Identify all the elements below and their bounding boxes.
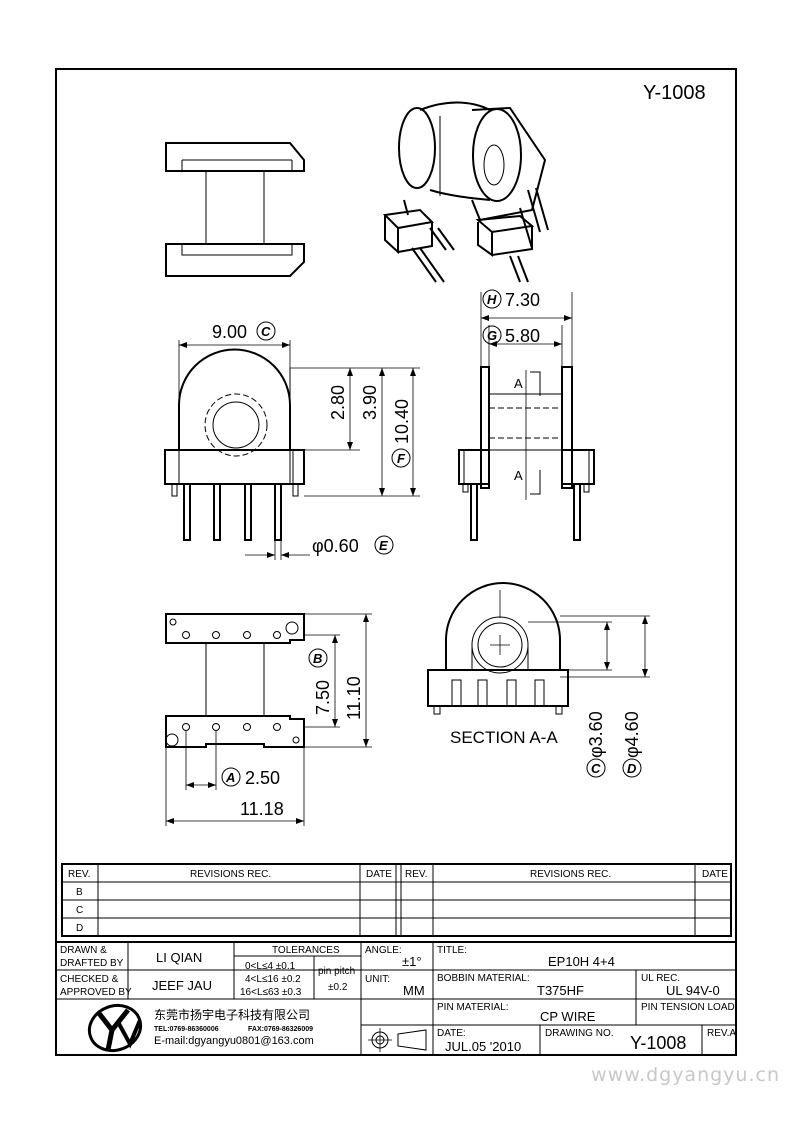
tolerances-label: TOLERANCES: [272, 945, 340, 956]
tag-g: G: [487, 328, 497, 343]
date-header-left: DATE: [366, 869, 392, 880]
drawing-no-label: DRAWING NO.: [545, 1028, 614, 1039]
unit-value: MM: [403, 983, 425, 998]
tag-circle-b: [308, 648, 328, 668]
dim-h: 7.30: [505, 290, 540, 310]
title-value: EP10H 4+4: [548, 954, 615, 969]
rev-label: REV.A: [707, 1028, 736, 1039]
dim-c-width: 9.00: [212, 322, 247, 342]
section-mark-bottom: A: [514, 468, 523, 483]
dim-d2: φ4.60: [622, 711, 642, 758]
tag-circle-d2: [622, 758, 642, 778]
projection-symbol-icon: [368, 1028, 427, 1052]
pin-pitch-value: ±0.2: [328, 982, 348, 993]
company-fax: FAX:0769-86326009: [248, 1026, 313, 1033]
drawing-no-value: Y-1008: [630, 1033, 686, 1053]
dim-e: φ0.60: [312, 536, 359, 556]
dim-1110: 11.10: [344, 676, 364, 720]
tol-2: 4<L≤16 ±0.2: [245, 974, 301, 985]
tol-3: 16<L≤63 ±0.3: [240, 987, 302, 998]
tag-e: E: [379, 538, 388, 553]
rec-header-left: REVISIONS REC.: [190, 869, 271, 880]
angle-label: ANGLE:: [365, 945, 402, 956]
title-label: TITLE:: [437, 945, 467, 956]
rev-row-d: D: [76, 923, 83, 934]
bobbin-value: T375HF: [537, 983, 584, 998]
tag-b: B: [313, 651, 322, 666]
pin-pitch-label: pin pitch: [318, 966, 355, 977]
rev-header-left: REV.: [68, 869, 90, 880]
company-tel: TEL:0769-86360006: [154, 1026, 219, 1033]
drawn-by: LI QIAN: [156, 950, 202, 965]
company-email: E-mail:dgyangyu0801@163.com: [154, 1035, 314, 1047]
tag-circle-e: [374, 535, 394, 555]
pin-tension-label: PIN TENSION LOAD:: [641, 1002, 738, 1013]
tag-circle-c2: [586, 758, 606, 778]
date-header-right: DATE: [702, 869, 728, 880]
ul-value: UL 94V-0: [666, 983, 720, 998]
dim-1118: 11.18: [240, 799, 284, 819]
front-view: [164, 340, 420, 560]
date-label: DATE:: [437, 1028, 466, 1039]
bottom-view: [165, 613, 372, 826]
tag-circle-a: [221, 767, 241, 787]
tag-d2: D: [627, 761, 637, 776]
company-name-cn: 东莞市扬宇电子科技有限公司: [154, 1007, 310, 1022]
isometric-view: [382, 101, 549, 283]
dim-b: 7.50: [313, 680, 333, 715]
dim-390: 3.90: [360, 385, 380, 420]
tag-circle-h: [482, 289, 502, 309]
drawn-label-1: DRAWN &: [60, 945, 107, 956]
tol-1: 0<L≤4 ±0.1: [245, 961, 296, 972]
section-mark-top: A: [514, 376, 523, 391]
date-value: JUL.05 '2010: [445, 1039, 521, 1054]
unit-label: UNIT:: [365, 974, 390, 985]
side-view: [458, 292, 595, 541]
rev-row-c: C: [76, 905, 83, 916]
dim-a: 2.50: [245, 768, 280, 788]
dim-280: 2.80: [328, 385, 348, 420]
top-view: [165, 142, 305, 277]
revisions-table: [61, 863, 732, 937]
tag-c1: C: [261, 324, 271, 339]
drawing-code: Y-1008: [643, 82, 706, 104]
tag-f: F: [397, 451, 406, 466]
rev-header-right: REV.: [405, 869, 427, 880]
section-view: [427, 582, 650, 715]
ul-label: UL REC.: [641, 973, 680, 984]
angle-value: ±1°: [402, 954, 422, 969]
dim-g: 5.80: [505, 326, 540, 346]
tag-c2: C: [591, 761, 601, 776]
dim-f: 10.40: [392, 399, 412, 444]
checked-by: JEEF JAU: [152, 978, 212, 993]
company-logo-icon: [87, 1003, 143, 1053]
dim-c2: φ3.60: [586, 711, 606, 758]
rev-row-b: B: [76, 887, 83, 898]
tag-circle-f: [391, 448, 411, 468]
tag-h: H: [487, 292, 497, 307]
bobbin-label: BOBBIN MATERIAL:: [437, 973, 530, 984]
tag-circle-c1: [256, 321, 276, 341]
watermark: www.dgyangyu.cn: [591, 1064, 780, 1086]
section-label: SECTION A-A: [450, 728, 558, 747]
pin-material-label: PIN MATERIAL:: [437, 1002, 509, 1013]
title-block: [55, 941, 737, 1056]
tag-circle-g: [482, 325, 502, 345]
checked-label-2: APPROVED BY: [60, 987, 132, 998]
tag-a: A: [225, 770, 235, 785]
drawn-label-2: DRAFTED BY: [60, 958, 124, 969]
rec-header-right: REVISIONS REC.: [530, 869, 611, 880]
checked-label-1: CHECKED &: [60, 974, 119, 985]
pin-material-value: CP WIRE: [540, 1009, 596, 1024]
